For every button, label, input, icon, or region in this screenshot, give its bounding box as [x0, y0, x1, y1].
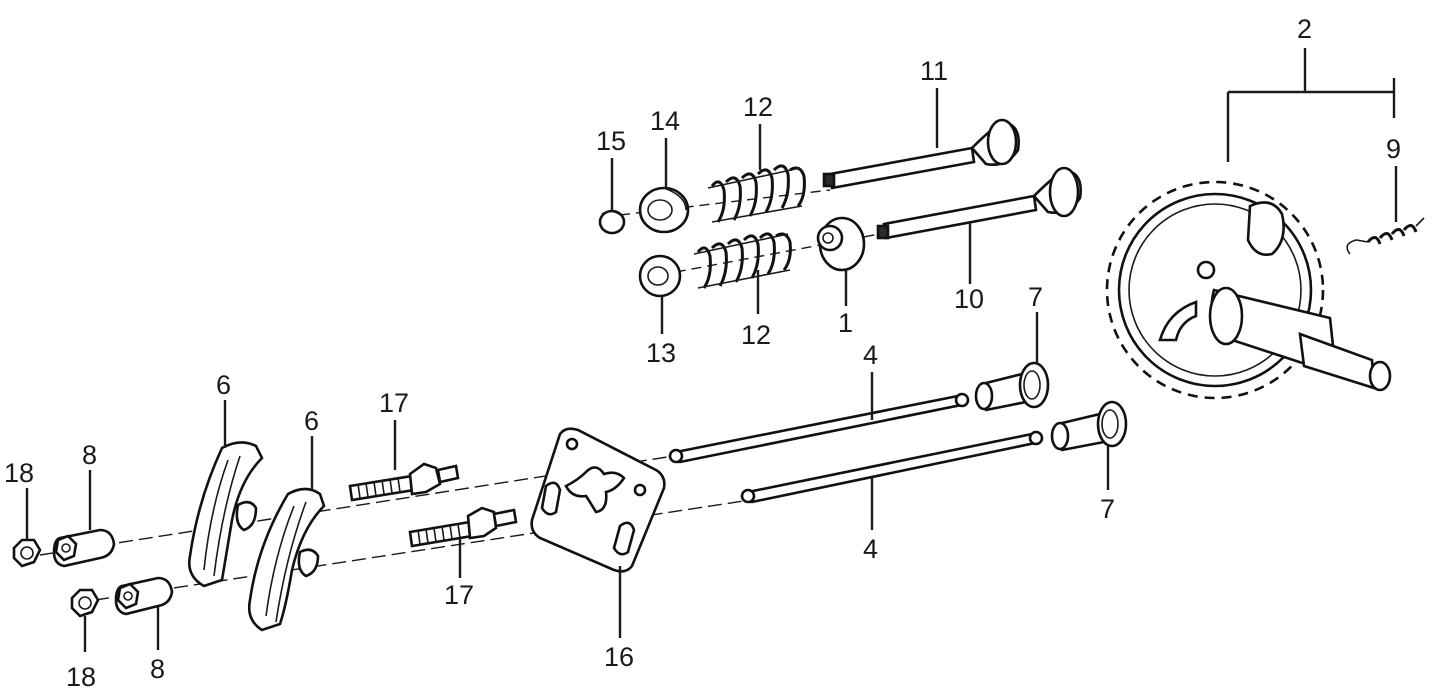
push-rod-4-lower	[740, 430, 1044, 504]
callout-6-right: 6	[304, 406, 319, 436]
rocker-arm-6-right	[247, 487, 326, 632]
callout-12-upper: 12	[743, 92, 773, 122]
push-rod-4-upper	[668, 392, 970, 464]
camshaft-gear-2	[1105, 180, 1392, 400]
callout-4-upper: 4	[863, 340, 878, 370]
stud-17-lower	[408, 506, 518, 548]
nut-18-lower	[70, 588, 100, 618]
callout-12-lower: 12	[741, 320, 771, 350]
tappet-7-lower	[1050, 400, 1128, 452]
guide-plate-16	[530, 427, 666, 573]
leader-lines	[25, 48, 1398, 652]
callout-8-upper: 8	[82, 440, 97, 470]
callout-15: 15	[596, 126, 626, 156]
adjuster-8-upper	[52, 528, 116, 568]
adjuster-8-lower	[114, 576, 174, 616]
callout-17-upper: 17	[379, 388, 409, 418]
callout-7-upper: 7	[1028, 282, 1043, 312]
decompressor-spring-9	[1346, 217, 1425, 255]
callout-labels: 18 8 6 6 17 18 8 17 16 4 4 7 7 15 14 12 …	[4, 14, 1401, 692]
valve-spring-12-lower	[693, 232, 792, 289]
tappet-7-upper	[974, 361, 1050, 412]
callout-18-upper: 18	[4, 458, 34, 488]
retainer-13	[638, 254, 682, 298]
callout-4-lower: 4	[863, 534, 878, 564]
rocker-arm-6-left	[188, 441, 264, 588]
callout-17-lower: 17	[444, 580, 474, 610]
callout-6-left: 6	[216, 370, 231, 400]
callout-18-lower: 18	[66, 662, 96, 692]
callout-8-lower: 8	[150, 654, 165, 684]
valve-11	[822, 118, 1020, 190]
callout-11: 11	[920, 56, 948, 86]
callout-7-lower: 7	[1100, 494, 1115, 524]
callout-16: 16	[604, 642, 634, 672]
valve-10	[876, 166, 1082, 240]
callout-2: 2	[1297, 14, 1312, 44]
callout-13: 13	[646, 338, 676, 368]
callout-14: 14	[650, 106, 680, 136]
valve-seal-1	[816, 216, 866, 272]
callout-9: 9	[1386, 134, 1401, 164]
valve-cap-15	[598, 209, 626, 235]
valve-spring-12-upper	[707, 164, 806, 223]
assembly-axis-lines	[39, 189, 891, 601]
callout-10: 10	[954, 284, 984, 314]
retainer-14	[638, 186, 690, 234]
stud-17-upper	[348, 462, 460, 502]
nut-18-upper	[12, 538, 42, 568]
callout-1: 1	[838, 308, 853, 338]
